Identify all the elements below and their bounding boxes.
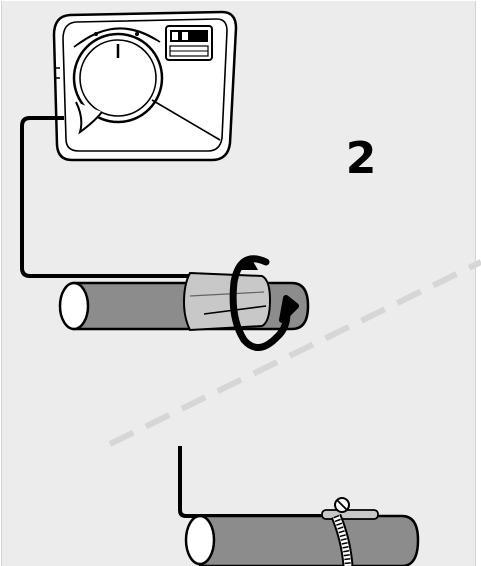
thermostat-controller-icon	[52, 10, 238, 162]
sensor-cable	[20, 116, 192, 278]
lower-cable	[178, 446, 330, 518]
rotate-arrow-icon	[229, 255, 299, 351]
hose-clamp-icon	[330, 497, 354, 566]
lower-pipe	[184, 509, 420, 566]
dashed-separator	[108, 259, 481, 447]
upper-pipe	[58, 271, 310, 332]
step-number: 2	[345, 133, 377, 184]
